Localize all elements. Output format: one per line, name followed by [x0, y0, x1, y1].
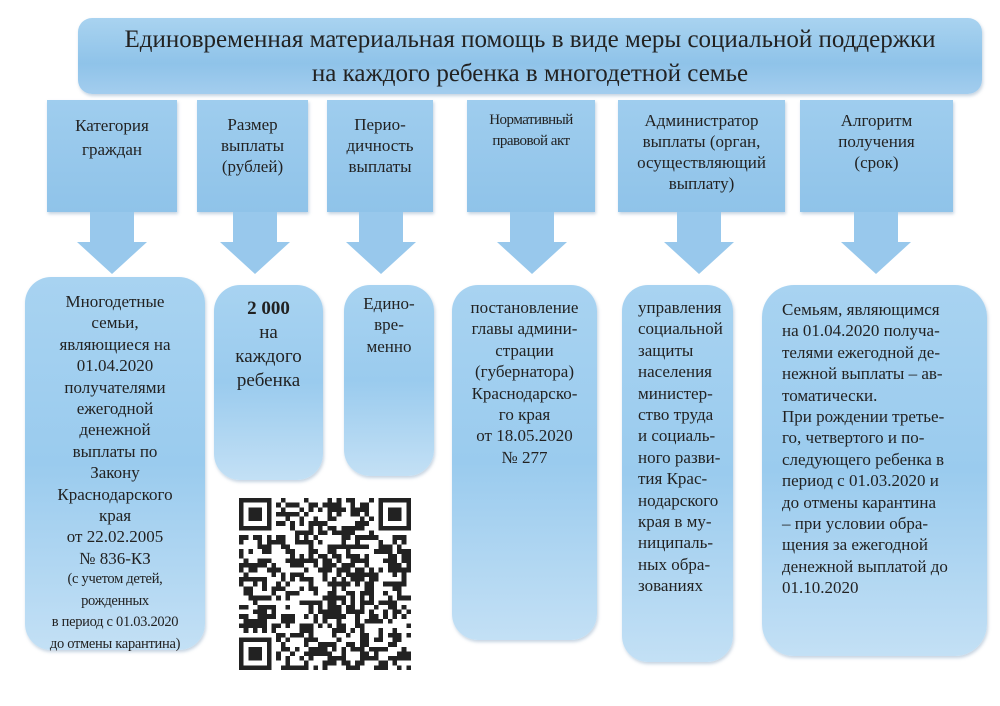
body-line: каждого: [235, 346, 302, 367]
header-line: выплату): [668, 174, 735, 193]
amount-box: 2 000 на каждого ребенка: [214, 285, 323, 480]
header-line: дичность: [346, 136, 414, 155]
body-line: менно: [366, 336, 412, 356]
down-arrow-icon: [841, 212, 911, 274]
legal-act-box: постановление главы админи-страции(губерн…: [452, 285, 597, 640]
header-line: выплаты: [221, 136, 284, 155]
body-line: Краснодарско-: [471, 383, 578, 403]
title-box: Единовременная материальная помощь в вид…: [78, 18, 982, 94]
body-line: ных обра-: [638, 554, 711, 574]
body-line: Краснодарского: [57, 484, 173, 504]
body-line: и социаль-: [638, 426, 716, 446]
body-line: ного разви-: [638, 447, 721, 467]
body-line: защиты: [638, 340, 694, 360]
header-line: получения: [838, 132, 915, 151]
down-arrow-icon: [346, 212, 416, 274]
note-line: в период с 01.03.2020: [51, 614, 179, 631]
body-line: главы админи-: [471, 319, 578, 339]
body-line: № 277: [501, 447, 548, 467]
body-line: на 01.04.2020 получа-: [782, 321, 940, 341]
body-line: Закону: [90, 463, 140, 483]
note-line: до отмены карантина): [49, 635, 181, 652]
body-line: на: [259, 322, 278, 343]
header-amount: Размер выплаты (рублей): [197, 100, 308, 212]
body-line: ство труда: [638, 405, 714, 425]
body-line: управления: [638, 298, 722, 317]
title-line-1: Единовременная материальная помощь в вид…: [124, 26, 936, 53]
body-line: – при условии обра-: [782, 514, 929, 534]
header-line: Алгоритм: [840, 111, 913, 130]
body-line: зованиях: [638, 576, 703, 596]
header-line: правовой акт: [492, 133, 570, 149]
body-line: от 18.05.2020: [476, 426, 573, 446]
body-line: вре-: [374, 315, 404, 335]
body-line: томатически.: [782, 385, 878, 405]
note-line: рожденных: [81, 592, 149, 609]
body-line: 01.04.2020: [76, 356, 154, 376]
body-line: страции: [495, 340, 554, 360]
header-line: Перио-: [354, 115, 406, 134]
body-line: ребенка: [236, 370, 301, 391]
body-line: (губернатора): [475, 362, 574, 382]
body-line: го, четвертого и по-: [782, 428, 925, 448]
body-line: являющиеся на: [59, 334, 171, 354]
down-arrow-icon: [77, 212, 147, 274]
body-line: ежегодной: [76, 399, 154, 419]
header-line: Администратор: [644, 111, 759, 130]
body-line: нодарского: [638, 490, 719, 510]
body-line: семьи,: [91, 313, 139, 333]
down-arrow-icon: [497, 212, 567, 274]
down-arrow-icon: [664, 212, 734, 274]
body-line: Семьям, являющимся: [782, 300, 940, 319]
body-line: получателями: [64, 377, 166, 397]
body-line: следующего ребенка в: [782, 449, 945, 469]
note-line: (с учетом детей,: [67, 571, 163, 588]
header-administrator: Администратор выплаты (орган, осуществля…: [618, 100, 785, 212]
body-line: нежной выплаты – ав-: [782, 364, 943, 384]
body-line: щения за ежегодной: [782, 535, 928, 555]
header-line: Нормативный: [489, 112, 573, 128]
body-line: края в му-: [638, 512, 712, 532]
header-periodicity: Перио- дичность выплаты: [327, 100, 433, 212]
header-line: (рублей): [221, 157, 284, 176]
down-arrow-icon: [220, 212, 290, 274]
body-line: социальной: [638, 319, 723, 339]
header-category: Категория граждан: [47, 100, 177, 212]
algorithm-box: Семьям, являющимся на 01.04.2020 получа-т…: [762, 285, 987, 656]
header-legal-act: Нормативный правовой акт: [467, 100, 595, 212]
body-line: от 22.02.2005: [66, 527, 164, 547]
header-line: граждан: [81, 140, 143, 159]
body-line: го края: [498, 405, 551, 425]
title-line-2: на каждого ребенка в многодетной семье: [311, 60, 749, 87]
body-line: населения: [638, 362, 712, 382]
body-line: телями ежегодной де-: [782, 342, 941, 362]
header-line: Категория: [75, 116, 149, 135]
body-line: тия Крас-: [638, 469, 708, 489]
amount-value: 2 000: [247, 298, 290, 319]
body-line: денежной выплатой до: [782, 556, 948, 576]
header-algorithm: Алгоритм получения (срок): [800, 100, 953, 212]
header-line: выплаты (орган,: [642, 132, 761, 151]
header-line: выплаты: [348, 157, 412, 176]
body-line: министер-: [638, 383, 713, 403]
header-line: осуществляющий: [637, 153, 766, 172]
body-line: период с 01.03.2020 и: [782, 471, 939, 491]
body-line: При рождении третье-: [782, 407, 945, 427]
body-line: постановление: [470, 298, 579, 317]
body-line: денежной: [79, 420, 151, 440]
body-line: края: [98, 506, 132, 526]
header-line: (срок): [854, 153, 899, 172]
body-line: № 836-КЗ: [79, 548, 151, 568]
body-line: Многодетные: [65, 292, 165, 311]
qr-code[interactable]: [239, 497, 411, 671]
body-line: ниципаль-: [638, 533, 714, 553]
body-line: до отмены карантина: [782, 492, 937, 512]
body-line: Едино-: [363, 294, 415, 313]
header-line: Размер: [227, 115, 278, 134]
body-line: выплаты по: [72, 441, 158, 461]
periodicity-box: Едино-вре-менно: [344, 285, 434, 476]
body-line: 01.10.2020: [782, 578, 859, 598]
